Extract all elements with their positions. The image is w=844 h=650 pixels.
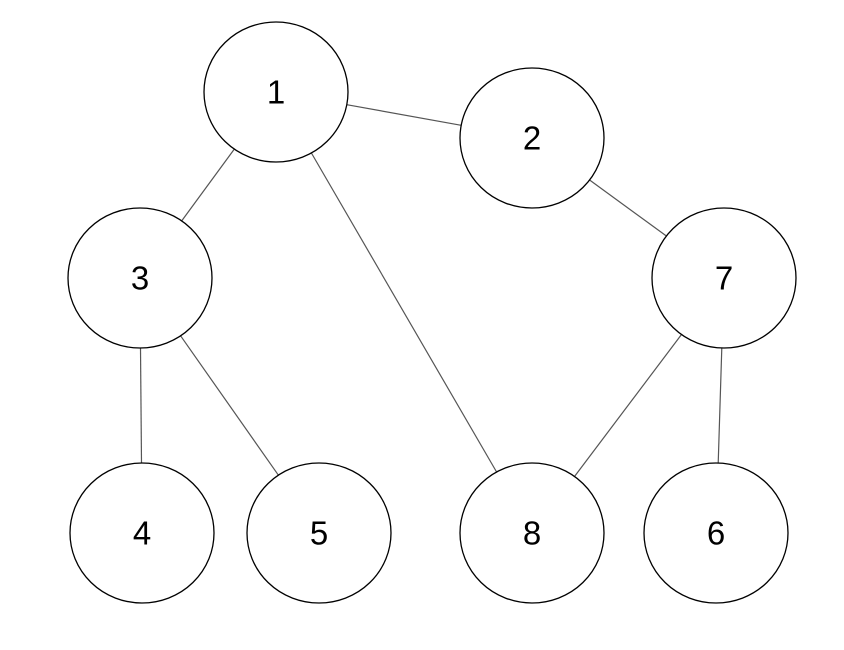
node-label-8: 8 — [523, 515, 541, 552]
node-label-1: 1 — [267, 74, 285, 111]
edge-1-3 — [181, 148, 235, 222]
node-label-3: 3 — [131, 260, 149, 297]
node-circle-6 — [643, 462, 789, 604]
edge-3-4 — [139, 347, 143, 464]
node-circle-1 — [203, 21, 349, 163]
edge-7-6 — [717, 347, 723, 464]
node-label-6: 6 — [707, 515, 725, 552]
node-7: 7 — [651, 207, 797, 349]
node-circle-8 — [459, 462, 605, 604]
edge-3-5 — [180, 335, 279, 476]
node-label-4: 4 — [133, 515, 151, 552]
node-circle-2 — [459, 67, 605, 209]
node-8: 8 — [459, 462, 605, 604]
edges-layer — [139, 104, 723, 477]
node-2: 2 — [459, 67, 605, 209]
node-5: 5 — [246, 462, 392, 604]
node-label-5: 5 — [310, 515, 328, 552]
node-6: 6 — [643, 462, 789, 604]
edge-2-7 — [589, 179, 667, 237]
edge-1-8 — [310, 152, 498, 473]
nodes-layer: 1 2 3 7 4 5 8 6 — [67, 21, 797, 604]
node-label-2: 2 — [523, 120, 541, 157]
node-circle-7 — [651, 207, 797, 349]
node-circle-4 — [69, 462, 215, 604]
node-label-7: 7 — [715, 260, 733, 297]
node-circle-3 — [67, 207, 213, 349]
node-circle-5 — [246, 462, 392, 604]
edge-7-8 — [574, 334, 682, 477]
node-1: 1 — [203, 21, 349, 163]
node-4: 4 — [69, 462, 215, 604]
edge-1-2 — [346, 104, 462, 126]
node-3: 3 — [67, 207, 213, 349]
